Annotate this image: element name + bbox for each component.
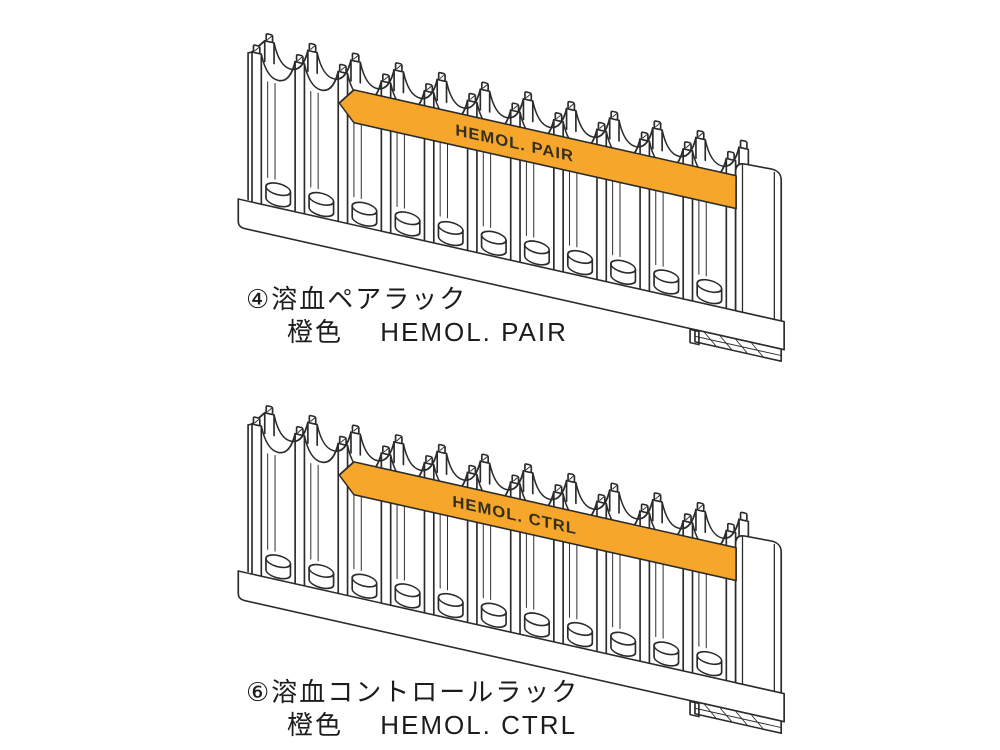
color-band	[338, 89, 737, 210]
right-end-panel	[734, 535, 783, 694]
figure-caption-ctrl: ⑥溶血コントロールラック 橙色 HEMOL. CTRL	[246, 676, 579, 742]
left-edge	[247, 411, 266, 573]
caption-subtitle: 橙色 HEMOL. CTRL	[287, 710, 578, 740]
right-end-panel	[734, 163, 783, 322]
right-foot	[689, 328, 783, 363]
figure-caption-pair: ④溶血ペアラック 橙色 HEMOL. PAIR	[246, 283, 568, 349]
back-wall	[263, 32, 750, 171]
caption-title: ⑥溶血コントロールラック	[246, 677, 580, 707]
base-rail	[237, 198, 785, 351]
tube-rack-illustration-pair: HEMOL. PAIR	[237, 32, 785, 363]
base-rail	[237, 570, 785, 723]
left-edge	[247, 39, 266, 201]
caption-subtitle: 橙色 HEMOL. PAIR	[287, 317, 568, 347]
tube-rack-illustration-ctrl: HEMOL. CTRL	[237, 404, 785, 735]
color-band	[338, 461, 737, 582]
right-foot	[689, 700, 783, 735]
caption-title: ④溶血ペアラック	[246, 284, 468, 314]
